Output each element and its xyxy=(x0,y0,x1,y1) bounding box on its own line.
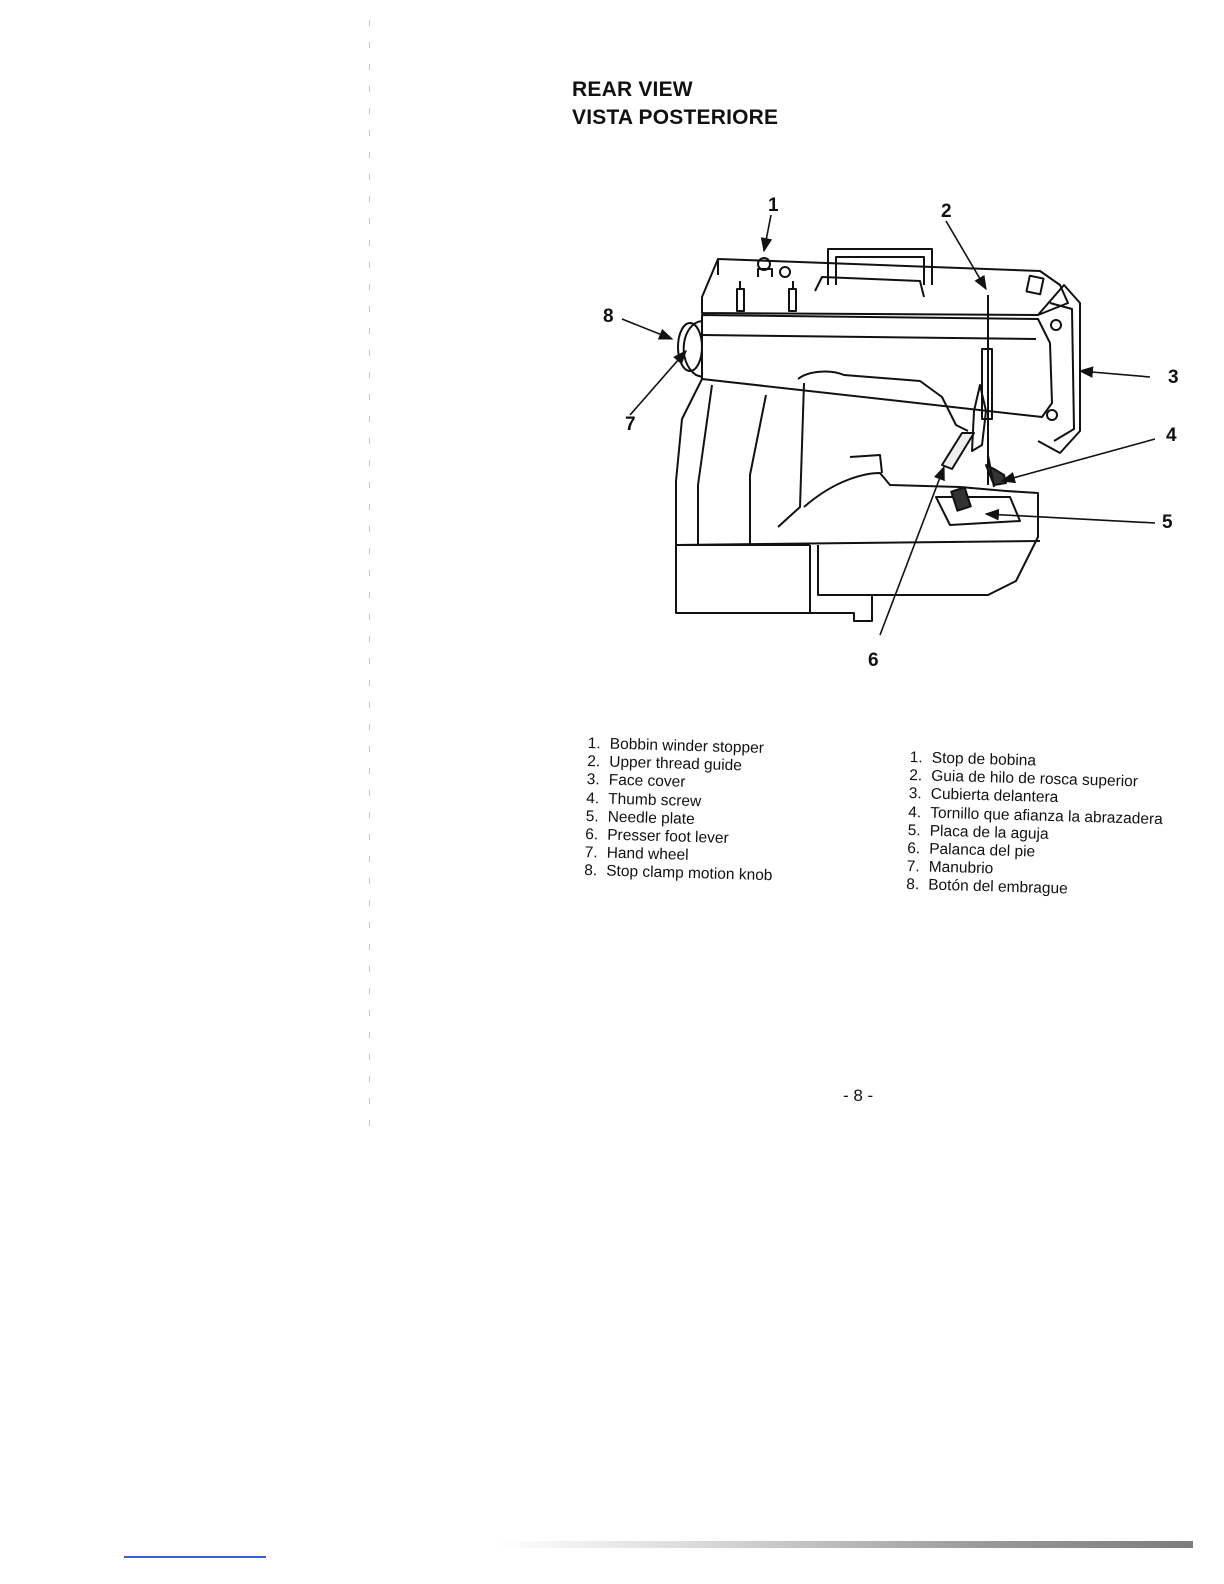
sewing-machine-rear-view-diagram: 1 2 3 4 5 6 7 8 xyxy=(603,195,1179,671)
page-number: - 8 - xyxy=(843,1086,874,1105)
bottom-scan-rule xyxy=(498,1541,1193,1548)
binding-margin-line xyxy=(369,20,370,1130)
legend-item: 8.Stop clamp motion knob xyxy=(583,862,773,885)
callout-6: 6 xyxy=(868,650,879,671)
legend-english: 1.Bobbin winder stopper 2.Upper thread g… xyxy=(584,735,776,886)
bottom-blue-rule xyxy=(124,1556,266,1558)
callout-4: 4 xyxy=(1166,425,1177,446)
callout-2: 2 xyxy=(941,201,952,222)
legend-spanish: 1.Stop de bobina 2.Guia de hilo de rosca… xyxy=(906,749,1165,902)
callout-leaders xyxy=(621,214,1156,636)
sewing-machine-body xyxy=(675,248,1081,622)
callout-8: 8 xyxy=(603,306,614,327)
callout-1: 1 xyxy=(768,195,779,216)
callout-3: 3 xyxy=(1168,367,1179,388)
title-italian: VISTA POSTERIORE xyxy=(572,106,779,129)
title-english: REAR VIEW xyxy=(572,78,693,101)
callout-7: 7 xyxy=(625,414,636,435)
callout-numbers: 1 2 3 4 5 6 7 8 xyxy=(603,195,1179,671)
callout-5: 5 xyxy=(1162,512,1173,533)
